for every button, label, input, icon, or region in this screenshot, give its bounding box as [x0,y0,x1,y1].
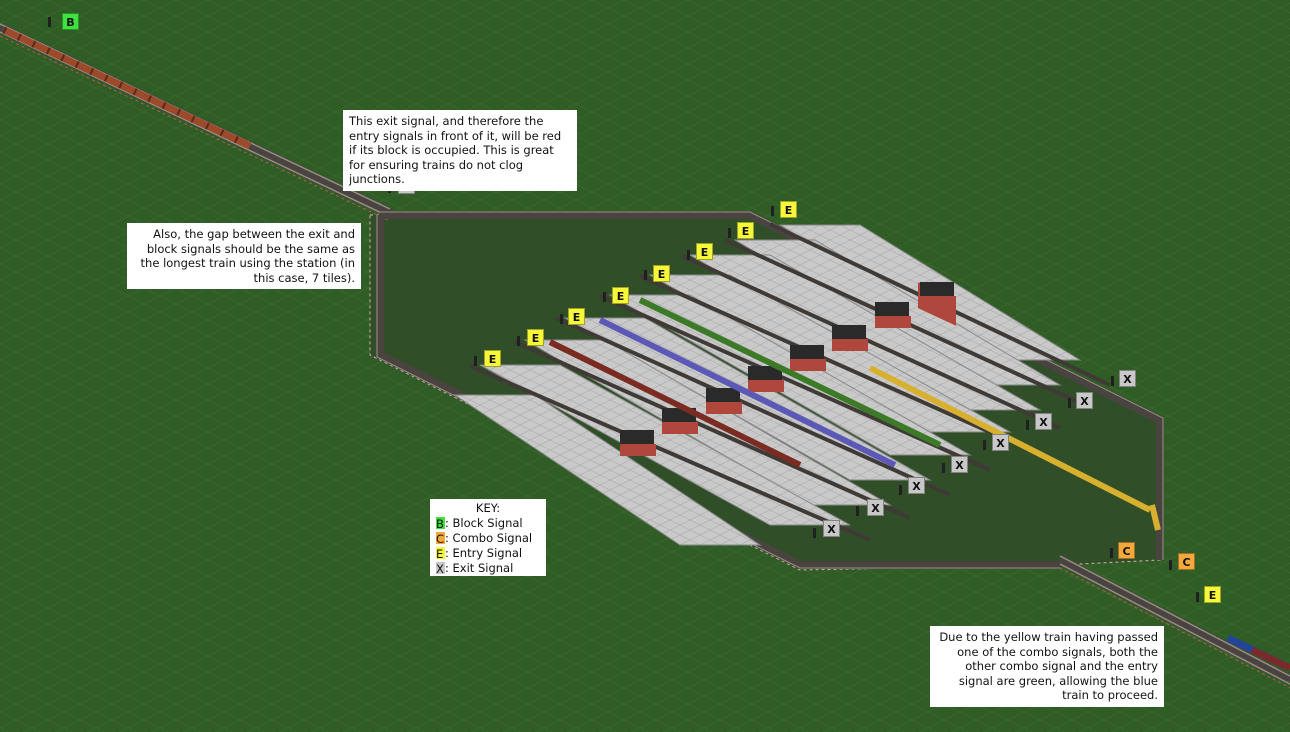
entry-signal-marker: E [568,308,585,325]
key-swatch: X [436,562,445,574]
entry-signal-marker: E [653,265,670,282]
key-label: : Combo Signal [445,531,532,545]
entry-signal-marker: E [696,243,713,260]
exit-signal-marker: X [867,499,884,516]
key-swatch: E [436,547,445,559]
exit-signal-note: This exit signal, and therefore the entr… [343,110,577,191]
exit-signal-marker: X [908,477,925,494]
entry-signal-marker: E [780,201,797,218]
key-swatch: B [436,517,445,529]
combo-signal-marker: C [1118,542,1135,559]
exit-signal-marker: X [992,434,1009,451]
combo-signal-marker: C [1178,553,1195,570]
entry-signal-marker: E [484,350,501,367]
exit-signal-marker: X [1076,392,1093,409]
key-label: : Entry Signal [445,546,522,560]
combo-signal-note: Due to the yellow train having passed on… [930,626,1164,707]
key-item-block: B: Block Signal [436,516,540,531]
entry-signal-marker: E [612,287,629,304]
key-label: : Exit Signal [445,561,513,575]
key-title: KEY: [436,501,540,516]
entry-signal-marker: E [527,329,544,346]
exit-signal-marker: X [823,520,840,537]
key-item-entry: E: Entry Signal [436,546,540,561]
exit-signal-marker: X [1035,413,1052,430]
exit-signal-marker: X [951,456,968,473]
key-item-exit: X: Exit Signal [436,561,540,576]
entry-signal-marker: E [737,222,754,239]
key-label: : Block Signal [445,516,523,530]
signal-key-legend: KEY: B: Block Signal C: Combo Signal E: … [430,499,546,576]
exit-signal-marker: X [1119,370,1136,387]
block-signal-marker: B [62,13,79,30]
entry-signal-marker: E [1204,586,1221,603]
gap-note: Also, the gap between the exit and block… [127,223,361,289]
key-swatch: C [436,532,445,544]
key-item-combo: C: Combo Signal [436,531,540,546]
